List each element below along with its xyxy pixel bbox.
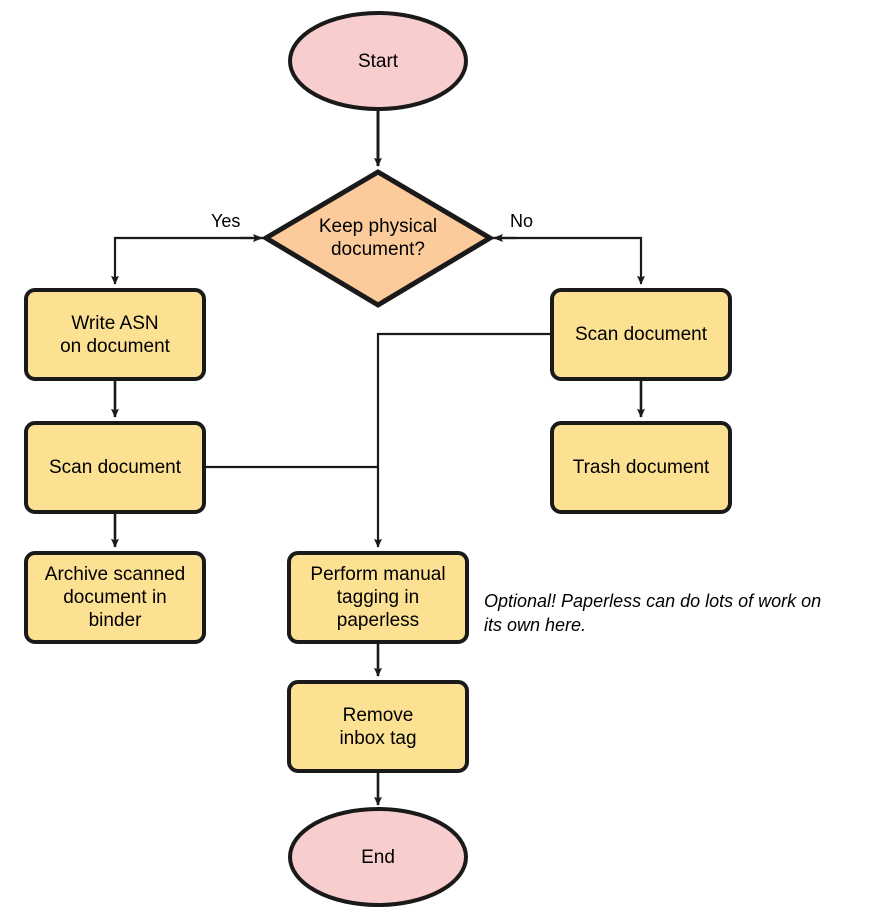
edge-decision-to-write-asn	[111, 236, 266, 285]
edge-label-yes: Yes	[211, 211, 241, 231]
node-manual-tag[interactable]	[287, 551, 469, 644]
annotation-note: Optional! Paperless can do lots of work …	[484, 591, 822, 635]
edge-scan-right-to-manual-tag	[374, 332, 552, 548]
node-start[interactable]	[288, 11, 468, 111]
node-remove-inbox[interactable]	[287, 680, 469, 773]
node-scan-left[interactable]	[24, 421, 206, 514]
node-trash[interactable]	[550, 421, 732, 514]
node-decision[interactable]	[261, 169, 495, 308]
edge-decision-to-scan-right	[490, 236, 645, 285]
node-scan-right[interactable]	[550, 288, 732, 381]
node-write-asn[interactable]	[24, 288, 206, 381]
node-archive[interactable]	[24, 551, 206, 644]
edge-label-no: No	[510, 211, 534, 231]
node-end[interactable]	[288, 807, 468, 907]
